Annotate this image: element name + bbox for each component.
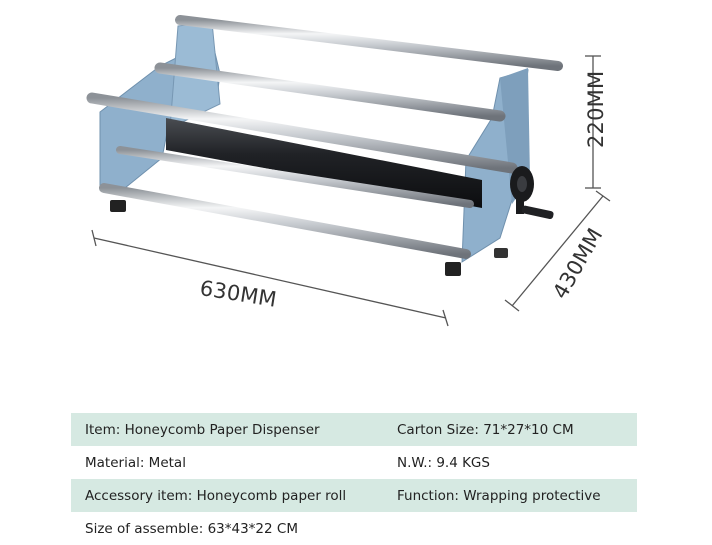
dispenser-machine [86, 15, 563, 276]
top-back-rod [175, 15, 563, 71]
spec-function: Function: Wrapping protective [383, 479, 637, 512]
crank-handle [510, 166, 554, 220]
table-row: Accessory item: Honeycomb paper roll Fun… [71, 479, 637, 512]
height-dimension-label: 220MM [584, 70, 608, 148]
table-row: Size of assemble: 63*43*22 CM [71, 512, 637, 545]
dimension-lines [91, 55, 611, 327]
spec-carton-size: Carton Size: 71*27*10 CM [383, 413, 637, 446]
bottom-back-rod [116, 146, 474, 208]
foot [110, 200, 126, 212]
top-middle-rod [154, 62, 506, 122]
table-row: Material: Metal N.W.: 9.4 KGS [71, 446, 637, 479]
spec-net-weight: N.W.: 9.4 KGS [383, 446, 637, 479]
spec-accessory: Accessory item: Honeycomb paper roll [71, 479, 383, 512]
spec-assembled-size: Size of assemble: 63*43*22 CM [71, 512, 383, 545]
bottom-front-rod [99, 183, 471, 259]
spec-empty-cell [383, 512, 637, 545]
paper-roll-drum [166, 118, 482, 208]
spec-item: Item: Honeycomb Paper Dispenser [71, 413, 383, 446]
product-image [86, 15, 611, 327]
foot [445, 262, 461, 276]
spec-material: Material: Metal [71, 446, 383, 479]
table-row: Item: Honeycomb Paper Dispenser Carton S… [71, 413, 637, 446]
top-front-rod [86, 92, 518, 174]
specification-table: Item: Honeycomb Paper Dispenser Carton S… [71, 413, 637, 545]
